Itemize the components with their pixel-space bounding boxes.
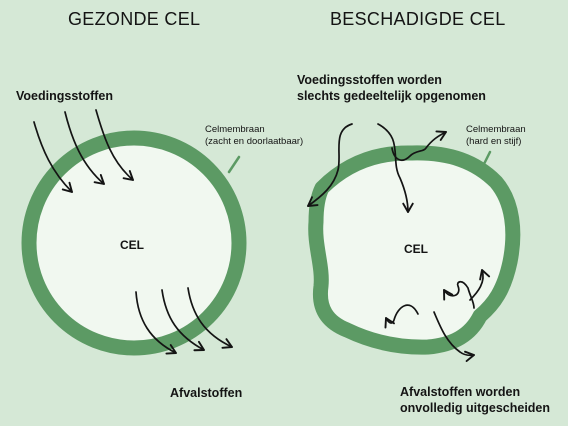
healthy-cell-title: GEZONDE CEL [68,9,201,29]
damaged-cell-label: CEL [404,242,428,256]
healthy-cell [21,130,247,356]
damaged-membrane-leader [480,150,492,170]
nutrient-arrow-2 [64,111,105,185]
damaged-membrane-title: Celmembraan [466,124,526,135]
healthy-membrane-title: Celmembraan [205,124,265,135]
damaged-waste-arrows [384,269,491,363]
deflected-arrow-1 [307,123,353,207]
healthy-cell-membrane [21,130,247,356]
damaged-membrane-desc: (hard en stijf) [466,135,522,147]
trapped-arrow-3 [469,269,491,301]
healthy-cell-label: CEL [120,238,144,252]
waste-arrow-2 [161,289,205,352]
trapped-arrow-1 [384,304,419,329]
nutrient-arrow-3 [95,109,134,181]
healthy-waste-label: Afvalstoffen [170,386,243,400]
waste-arrow-3 [187,287,233,349]
damaged-membrane-label: Celmembraan (hard en stijf) [466,124,526,148]
waste-arrow-1 [135,291,177,355]
damaged-nutrients-line1: Voedingsstoffen worden [297,73,442,87]
healthy-nutrients-label: Voedingsstoffen [16,89,113,103]
healthy-membrane-label: Celmembraan (zacht en doorlaatbaar) [205,124,303,148]
nutrient-arrow-1 [33,121,73,193]
damaged-nutrients-label: Voedingsstoffen worden slechts gedeeltel… [297,73,486,104]
damaged-cell-membrane [308,145,521,355]
healthy-nutrient-arrows [33,109,134,193]
damaged-cell-title: BESCHADIGDE CEL [330,9,506,29]
absorbed-arrow [377,123,414,213]
escaping-arrow [433,311,475,363]
damaged-waste-label: Afvalstoffen worden onvolledig uitgesche… [400,385,550,416]
damaged-waste-line2: onvolledig uitgescheiden [400,400,551,415]
damaged-nutrient-arrows [307,123,447,213]
damaged-waste-line1: Afvalstoffen worden [400,385,521,399]
deflected-arrow-2 [391,130,447,161]
damaged-cell [308,145,521,355]
healthy-waste-arrows [135,287,233,355]
damaged-nutrients-line2: slechts gedeeltelijk opgenomen [297,88,486,103]
healthy-membrane-leader [227,155,241,174]
healthy-membrane-desc: (zacht en doorlaatbaar) [205,135,304,147]
